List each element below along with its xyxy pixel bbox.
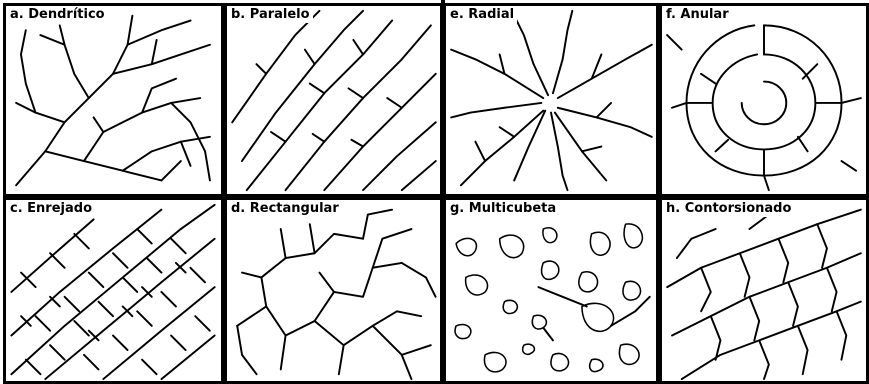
contorted-drainage-pattern bbox=[662, 200, 866, 381]
panel-label: c. Enrejado bbox=[9, 201, 95, 217]
radial-drainage-pattern bbox=[446, 6, 656, 194]
panel-trellis: c. Enrejado bbox=[3, 197, 224, 384]
annular-drainage-pattern bbox=[662, 6, 866, 194]
panel-rectangular: d. Rectangular bbox=[224, 197, 443, 384]
panel-annular: f. Anular bbox=[659, 3, 869, 197]
panel-label: f. Anular bbox=[665, 7, 732, 23]
panel-label: g. Multicubeta bbox=[449, 201, 559, 217]
multibasin-drainage-pattern bbox=[446, 200, 656, 381]
panel-label: d. Rectangular bbox=[230, 201, 342, 217]
panel-multibasin: g. Multicubeta bbox=[443, 197, 659, 384]
panel-label: h. Contorsionado bbox=[665, 201, 794, 217]
panel-parallel: b. Paralelo bbox=[224, 3, 443, 197]
dendritic-drainage-pattern bbox=[6, 6, 221, 194]
rectangular-drainage-pattern bbox=[227, 200, 440, 381]
group-divider bbox=[441, 0, 445, 384]
panel-label: b. Paralelo bbox=[230, 7, 313, 23]
panel-label: a. Dendrítico bbox=[9, 7, 108, 23]
parallel-drainage-pattern bbox=[227, 6, 440, 194]
trellis-drainage-pattern bbox=[6, 200, 221, 381]
panel-contorted: h. Contorsionado bbox=[659, 197, 869, 384]
panel-dendritic: a. Dendrítico bbox=[3, 3, 224, 197]
panel-radial: e. Radial bbox=[443, 3, 659, 197]
panel-label: e. Radial bbox=[449, 7, 517, 23]
